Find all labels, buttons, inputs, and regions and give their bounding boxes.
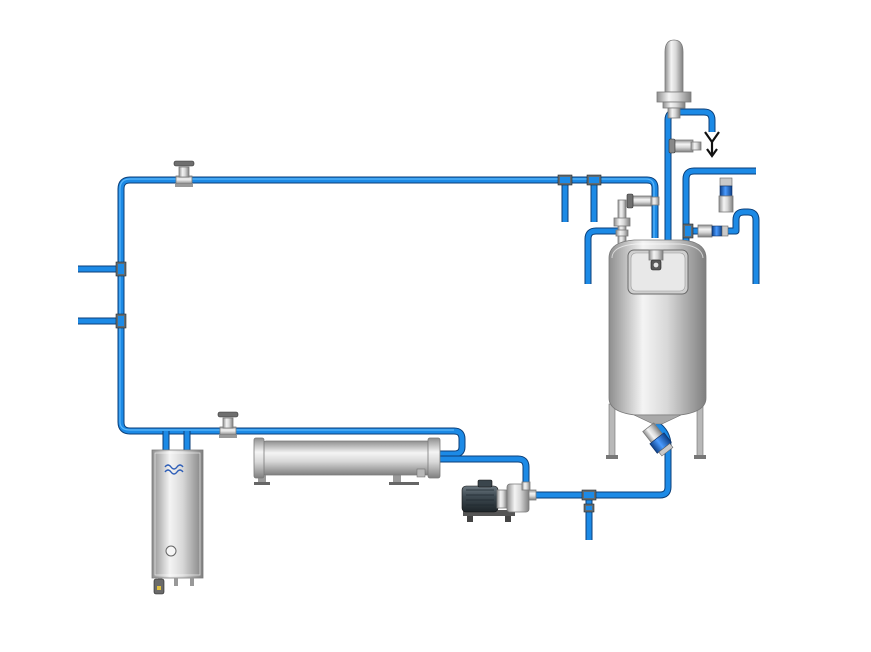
hand-valve-vent[interactable]	[668, 138, 702, 154]
vertical-tank-icon[interactable]	[606, 239, 707, 459]
tee-fitting-icon[interactable]	[583, 503, 595, 513]
heat-exchanger-icon[interactable]	[253, 437, 441, 485]
butterfly-valve-icon[interactable]	[641, 422, 674, 458]
tee-fitting-icon[interactable]	[115, 313, 127, 329]
actuated-valve-top[interactable]	[718, 177, 734, 213]
drain-arrow-icon	[704, 131, 720, 158]
tee-fitting-icon[interactable]	[557, 174, 573, 186]
filter-icon[interactable]	[656, 39, 692, 119]
actuated-valve-side[interactable]	[697, 224, 729, 238]
tee-fitting-icon[interactable]	[115, 261, 127, 277]
cabinet-icon[interactable]	[151, 449, 204, 595]
tee-fitting-icon[interactable]	[586, 174, 602, 186]
hand-valve-bottom[interactable]	[217, 411, 239, 438]
pipe-fittings	[115, 174, 694, 513]
pipe-main-loop	[117, 176, 659, 458]
gauge-icon	[165, 545, 177, 557]
hand-valve-tank-inlet[interactable]	[626, 193, 660, 209]
pipe-network	[78, 108, 760, 540]
tee-fitting-icon[interactable]	[682, 223, 694, 239]
brand-logo-icon	[164, 464, 184, 475]
hand-valve-top[interactable]	[173, 160, 195, 187]
tee-fitting-icon[interactable]	[581, 489, 597, 501]
pump-icon[interactable]	[461, 479, 537, 522]
